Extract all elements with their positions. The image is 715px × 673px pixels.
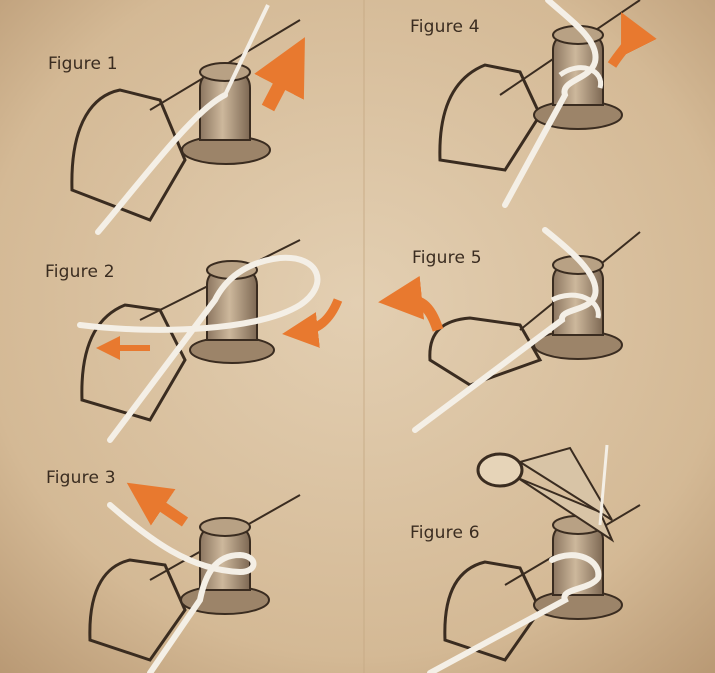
figure-2-label: Figure 2 — [45, 262, 115, 282]
line-tied — [427, 552, 602, 673]
scissors-blade-upper — [517, 446, 613, 521]
arrow-curl-left — [378, 275, 444, 332]
arrow-curve — [282, 298, 343, 348]
handle-outline — [70, 88, 187, 222]
arrow-up — [254, 37, 305, 112]
figure-1-label: Figure 1 — [48, 54, 118, 74]
line-standing — [223, 4, 270, 96]
line-tag-end — [95, 92, 228, 235]
handle-outline — [80, 303, 187, 422]
scissors-handle — [476, 452, 524, 488]
eye-top — [199, 517, 251, 537]
line-wrap-1 — [558, 65, 604, 89]
figure-5-label: Figure 5 — [412, 248, 482, 268]
arrow-curl — [607, 12, 657, 68]
figure-1-illustration — [70, 4, 305, 235]
figure-6-label: Figure 6 — [410, 523, 480, 543]
arrow-up-left — [126, 482, 189, 527]
figure-5-illustration — [378, 227, 641, 433]
figure-2-illustration — [77, 239, 343, 443]
figure-3-illustration — [88, 482, 301, 673]
line-knot — [412, 227, 599, 433]
line-wrap-2 — [550, 292, 601, 319]
figure-4-label: Figure 4 — [410, 17, 480, 37]
eye-top — [199, 62, 251, 82]
figure-3-label: Figure 3 — [46, 468, 116, 488]
figure-6-illustration — [427, 444, 641, 673]
line-turns — [502, 0, 599, 208]
handle-outline — [88, 558, 187, 662]
line-trimmed-end — [598, 444, 609, 526]
scissors-blade-lower — [517, 477, 615, 543]
line-wraps — [107, 502, 257, 673]
line-loop — [77, 254, 321, 443]
figure-4-illustration — [438, 0, 657, 208]
